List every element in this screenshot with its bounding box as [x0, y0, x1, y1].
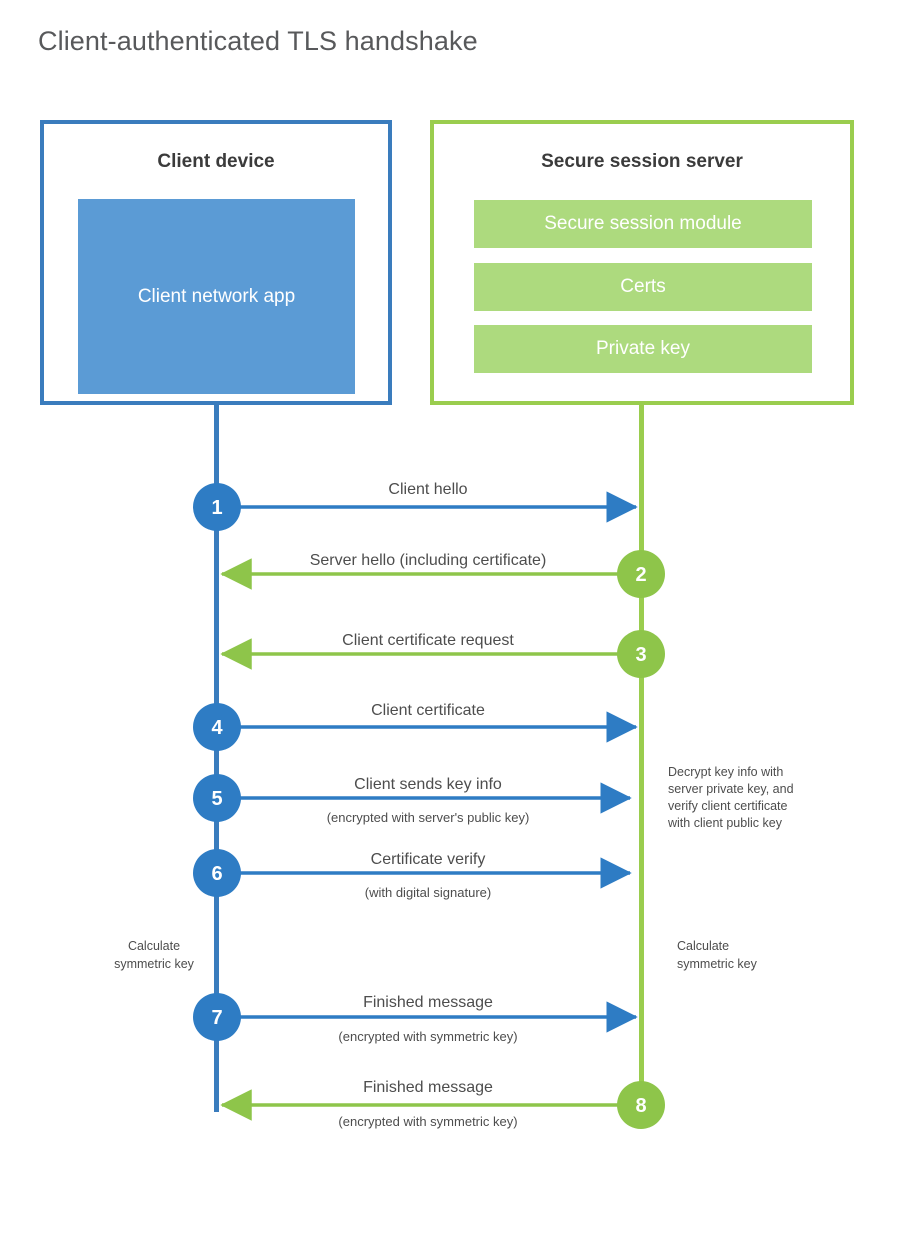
step-8-badge[interactable] — [617, 1081, 665, 1129]
step-7-sublabel: (encrypted with symmetric key) — [338, 1029, 517, 1044]
step-4-badge[interactable] — [193, 703, 241, 751]
step-4-group: Client certificate 4 — [193, 702, 638, 751]
step-1-badge[interactable] — [193, 483, 241, 531]
server-process-note-line-2: server private key, and — [668, 782, 794, 796]
server-process-note-line-3: verify client certificate — [668, 799, 788, 813]
step-7-badge[interactable] — [193, 993, 241, 1041]
step-1-label: Client hello — [388, 481, 467, 498]
server-component-label: Secure session module — [544, 213, 742, 235]
secure-session-server-title: Secure session server — [541, 151, 743, 172]
server-process-note-line-1: Decrypt key info with — [668, 765, 783, 779]
step-4-label: Client certificate — [371, 702, 485, 719]
step-5-label: Client sends key info — [354, 776, 502, 793]
step-3-label: Client certificate request — [342, 632, 514, 649]
step-7-number: 7 — [211, 1007, 222, 1029]
step-7-group: Finished message (encrypted with symmetr… — [193, 993, 638, 1044]
step-6-number: 6 — [211, 863, 222, 885]
step-8-sublabel: (encrypted with symmetric key) — [338, 1114, 517, 1129]
step-6-label: Certificate verify — [371, 851, 486, 868]
client-note-line-2: symmetric key — [114, 957, 195, 971]
server-component-secure-session-module: Secure session module — [474, 200, 812, 248]
server-component-certs: Certs — [474, 263, 812, 311]
step-8-number: 8 — [635, 1095, 646, 1117]
step-3-number: 3 — [635, 644, 646, 666]
step-8-group: Finished message (encrypted with symmetr… — [220, 1079, 665, 1129]
server-note-line-2: symmetric key — [677, 957, 758, 971]
step-5-badge[interactable] — [193, 774, 241, 822]
step-6-sublabel: (with digital signature) — [365, 885, 491, 900]
client-calculate-symmetric-key-note: Calculate symmetric key — [114, 939, 195, 971]
server-note-line-1: Calculate — [677, 939, 729, 953]
step-2-badge[interactable] — [617, 550, 665, 598]
step-3-badge[interactable] — [617, 630, 665, 678]
secure-session-server-panel: Secure session server Secure session mod… — [430, 120, 854, 405]
server-component-label: Certs — [620, 276, 666, 298]
client-device-panel: Client device Client network app — [40, 120, 392, 405]
step-6-badge[interactable] — [193, 849, 241, 897]
server-component-label: Private key — [596, 338, 690, 360]
client-note-line-1: Calculate — [128, 939, 180, 953]
step-7-label: Finished message — [363, 994, 493, 1011]
server-calculate-symmetric-key-note: Calculate symmetric key — [677, 939, 758, 971]
page-title: Client-authenticated TLS handshake — [38, 26, 478, 56]
step-2-number: 2 — [635, 564, 646, 586]
server-component-private-key: Private key — [474, 325, 812, 373]
client-device-title: Client device — [157, 151, 275, 172]
client-network-app-label: Client network app — [137, 285, 296, 307]
step-8-label: Finished message — [363, 1079, 493, 1096]
client-network-app-block: Client network app — [78, 199, 355, 394]
step-4-number: 4 — [211, 717, 223, 739]
step-1-number: 1 — [211, 497, 222, 519]
step-1-group: Client hello 1 — [193, 481, 638, 531]
server-process-note-line-4: with client public key — [667, 816, 783, 830]
server-process-note: Decrypt key info with server private key… — [667, 765, 794, 830]
step-2-label: Server hello (including certificate) — [310, 552, 547, 569]
step-5-group: Client sends key info (encrypted with se… — [193, 774, 632, 825]
step-6-group: Certificate verify (with digital signatu… — [193, 849, 632, 900]
step-5-number: 5 — [211, 788, 222, 810]
step-3-group: Client certificate request 3 — [220, 630, 665, 678]
step-2-group: Server hello (including certificate) 2 — [220, 550, 665, 598]
step-5-sublabel: (encrypted with server's public key) — [327, 810, 530, 825]
